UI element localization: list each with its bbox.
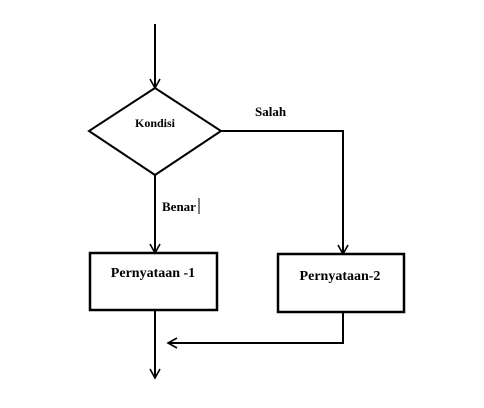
statement-2-label: Pernyataan-2 [300, 269, 381, 284]
statement-1-label: Pernyataan -1 [111, 266, 195, 281]
decision-label: Kondisi [135, 116, 176, 130]
decision-diamond [87, 86, 223, 177]
true-branch-label: Benar [162, 199, 196, 214]
merge-connector [166, 312, 344, 349]
statement-1-box [88, 251, 219, 312]
false-branch-label: Salah [255, 104, 287, 119]
statement-2-box [276, 252, 406, 314]
false-branch-connector [221, 130, 349, 256]
